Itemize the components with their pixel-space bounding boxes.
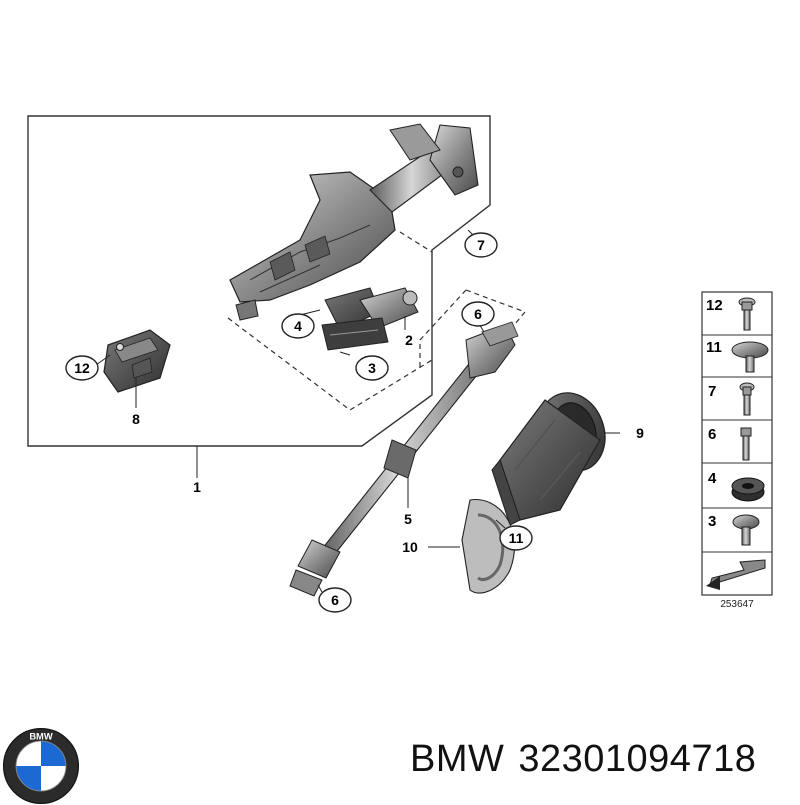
image-id: 253647 bbox=[720, 599, 754, 610]
brand-name: BMW bbox=[410, 738, 505, 780]
fastener-legend: 12 11 7 6 4 3 bbox=[701, 291, 773, 610]
callout-6b: 6 bbox=[331, 592, 339, 608]
leader-lines bbox=[95, 229, 620, 593]
control-unit bbox=[103, 329, 171, 393]
bolt-7-icon bbox=[739, 382, 755, 416]
callout-12-circle bbox=[65, 355, 99, 381]
bolt-6-icon bbox=[740, 427, 752, 461]
svg-text:BMW: BMW bbox=[29, 731, 53, 741]
legend-num-3: 3 bbox=[708, 513, 716, 530]
callout-3-circle bbox=[355, 355, 389, 381]
callout-11: 11 bbox=[509, 530, 524, 546]
nut-4-icon bbox=[731, 477, 765, 502]
callout-6b-circle bbox=[318, 587, 352, 613]
callout-5: 5 bbox=[404, 511, 412, 527]
callout-6a-circle bbox=[461, 301, 495, 327]
callout-8: 8 bbox=[132, 411, 140, 427]
callout-7-circle bbox=[464, 232, 498, 258]
shaft-dashed-outline bbox=[419, 289, 527, 370]
callout-1: 1 bbox=[193, 479, 201, 495]
screw-3-icon bbox=[732, 514, 760, 546]
callout-12: 12 bbox=[74, 360, 90, 376]
callout-11-circle bbox=[499, 525, 533, 551]
legend-num-7: 7 bbox=[708, 383, 716, 400]
callout-2: 2 bbox=[405, 332, 413, 348]
retaining-ring bbox=[461, 499, 515, 594]
screw-11-icon bbox=[731, 341, 769, 373]
callouts: 1 2 3 4 5 6 6 7 8 9 10 11 12 bbox=[65, 232, 644, 613]
part-caption: BMW 32301094718 bbox=[410, 738, 770, 781]
legend-num-6: 6 bbox=[708, 426, 716, 443]
callout-4-circle bbox=[281, 313, 315, 339]
callout-7: 7 bbox=[477, 237, 485, 253]
subassembly-dashed-outline bbox=[227, 231, 433, 411]
bmw-logo: BMW bbox=[2, 727, 80, 805]
legend-num-12: 12 bbox=[706, 297, 723, 314]
legend-num-11: 11 bbox=[706, 339, 722, 356]
legend-num-4: 4 bbox=[708, 470, 717, 487]
callout-9: 9 bbox=[636, 425, 644, 441]
intermediate-shaft bbox=[289, 321, 519, 597]
callout-6a: 6 bbox=[474, 306, 482, 322]
callout-3: 3 bbox=[368, 360, 376, 376]
assembly-frame-outline bbox=[27, 115, 491, 447]
bolt-12-icon bbox=[738, 297, 756, 331]
callout-4: 4 bbox=[294, 318, 302, 334]
direction-arrow-icon bbox=[706, 559, 766, 590]
adjustment-motor bbox=[321, 287, 419, 351]
steering-column-housing bbox=[229, 123, 479, 321]
callout-10: 10 bbox=[402, 539, 418, 555]
rubber-boot bbox=[491, 392, 606, 526]
part-number: 32301094718 bbox=[518, 738, 757, 780]
